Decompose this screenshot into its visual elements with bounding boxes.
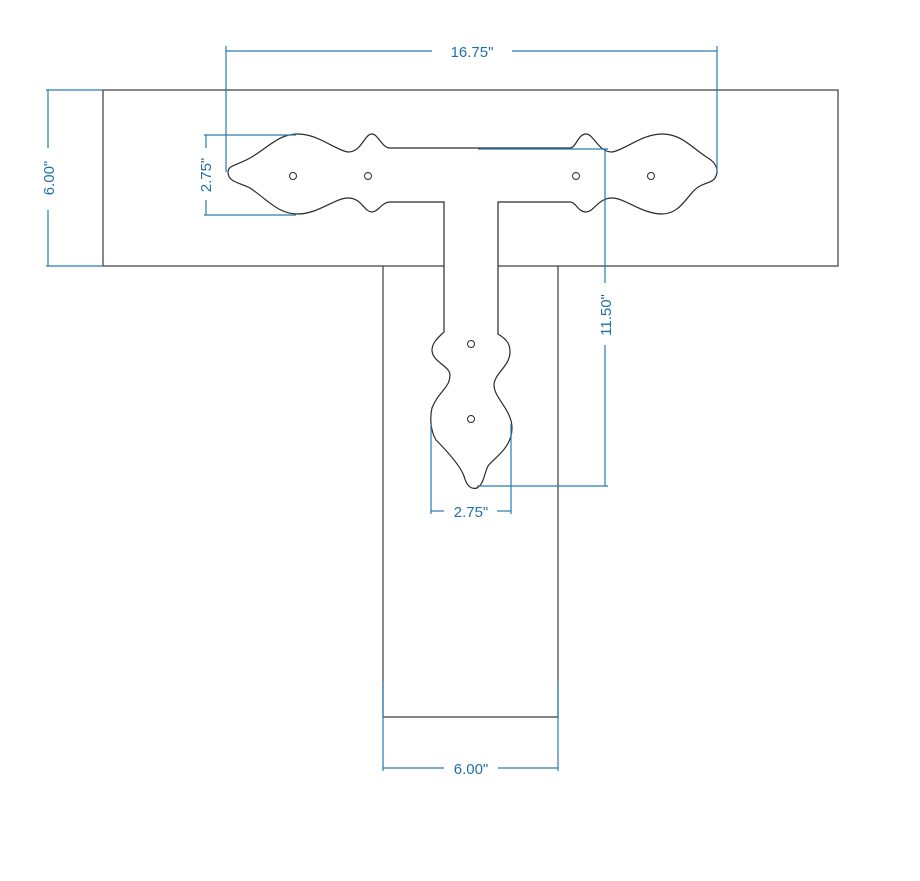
dimension-leaf-height: 2.75" <box>198 134 296 216</box>
dimension-label: 6.00" <box>454 761 489 778</box>
dimension-stem-width: 2.75" <box>430 424 512 521</box>
dimension-vertical-board-width: 6.00" <box>382 681 559 778</box>
vertical-board <box>382 266 559 718</box>
dimension-stem-length: 11.50" <box>477 148 615 487</box>
dimension-label: 11.50" <box>598 294 615 336</box>
dimension-board-height: 6.00" <box>41 89 103 267</box>
dimension-label: 2.75" <box>454 504 489 521</box>
screw-hole <box>467 415 475 423</box>
screw-hole <box>364 172 372 180</box>
t-strap-hinge <box>227 133 718 489</box>
screw-hole <box>572 172 580 180</box>
screw-hole <box>647 172 655 180</box>
dimension-label: 16.75" <box>451 44 494 61</box>
dimension-label: 6.00" <box>41 161 58 196</box>
dimension-label: 2.75" <box>198 158 215 193</box>
screw-hole <box>289 172 297 180</box>
dimension-strap-width: 16.75" <box>225 44 718 172</box>
screw-hole <box>467 340 475 348</box>
